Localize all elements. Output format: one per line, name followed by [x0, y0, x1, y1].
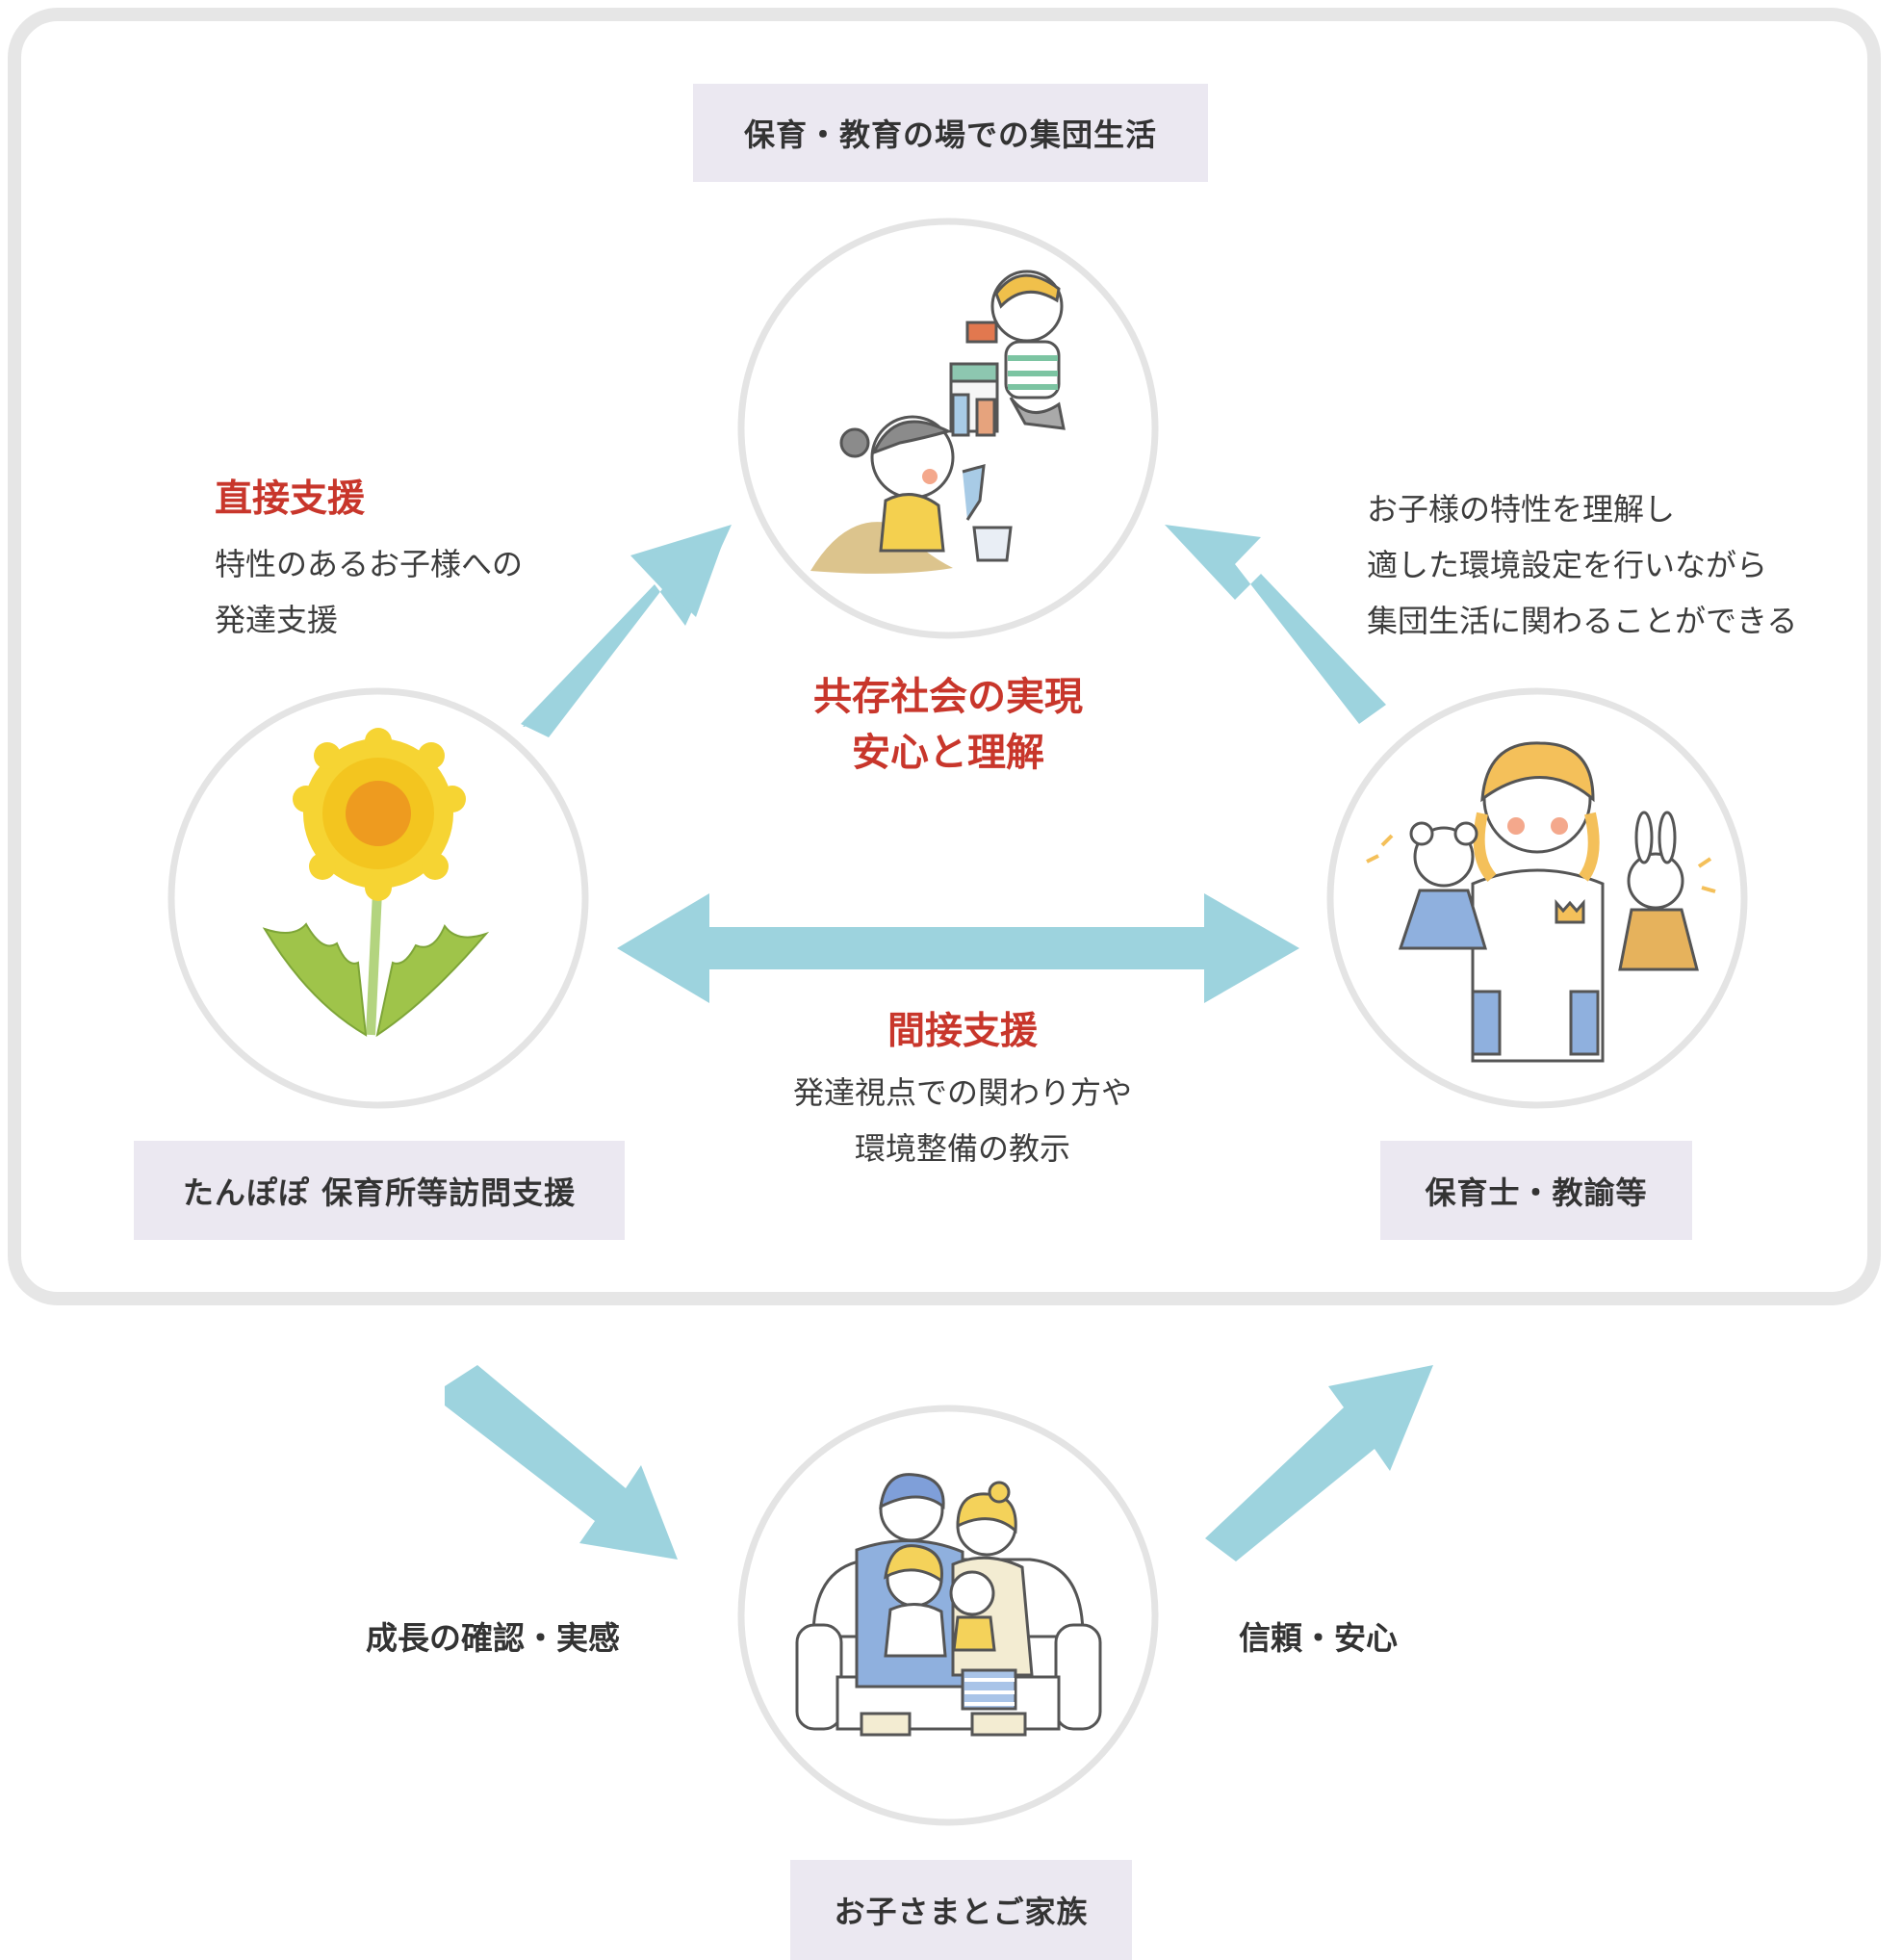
direct-support-line: 発達支援 [215, 602, 339, 638]
arrow-trust [1205, 1365, 1433, 1561]
indirect-support-line: 発達視点での関わり方や [792, 1074, 1132, 1111]
teacher-benefit-text: お子様の特性を理解し 適した環境設定を行いながら 集団生活に関わることができる [1367, 481, 1797, 649]
center-message-line: 共存社会の実現 [813, 675, 1083, 719]
circle-group-life [737, 218, 1159, 639]
arrow-growth [445, 1365, 678, 1560]
arrow-teacher-benefit [1165, 525, 1386, 724]
family-sofa-icon [795, 1473, 1102, 1737]
trust-label: 信頼・安心 [1239, 1619, 1398, 1657]
label-tanpopo: たんぽぽ 保育所等訪問支援 [134, 1141, 625, 1240]
direct-support-text: 特性のあるお子様への 発達支援 [215, 536, 523, 648]
teacher-puppets-icon [1366, 741, 1716, 1063]
label-family: お子さまとご家族 [790, 1860, 1132, 1960]
direct-support-line: 特性のあるお子様への [215, 546, 524, 582]
teacher-benefit-line: お子様の特性を理解し [1367, 491, 1676, 528]
indirect-support-line: 環境整備の教示 [854, 1130, 1070, 1167]
indirect-support-title: 間接支援 [887, 1010, 1038, 1053]
children-playing-icon [810, 270, 1066, 574]
dandelion-icon [262, 728, 490, 1038]
teacher-benefit-line: 適した環境設定を行いながら [1367, 547, 1768, 583]
support-frame [8, 8, 1881, 1305]
center-message: 共存社会の実現 安心と理解 [741, 669, 1155, 781]
indirect-support-text: 発達視点での関わり方や 環境整備の教示 [732, 1065, 1194, 1176]
arrow-indirect-support [617, 893, 1299, 1003]
label-group-life: 保育・教育の場での集団生活 [693, 84, 1208, 182]
direct-support-title: 直接支援 [215, 477, 366, 521]
teacher-benefit-line: 集団生活に関わることができる [1367, 603, 1798, 639]
arrows [445, 525, 1433, 1561]
label-teachers: 保育士・教諭等 [1380, 1141, 1692, 1240]
center-message-line: 安心と理解 [852, 731, 1044, 775]
growth-confirmation-label: 成長の確認・実感 [366, 1619, 620, 1657]
